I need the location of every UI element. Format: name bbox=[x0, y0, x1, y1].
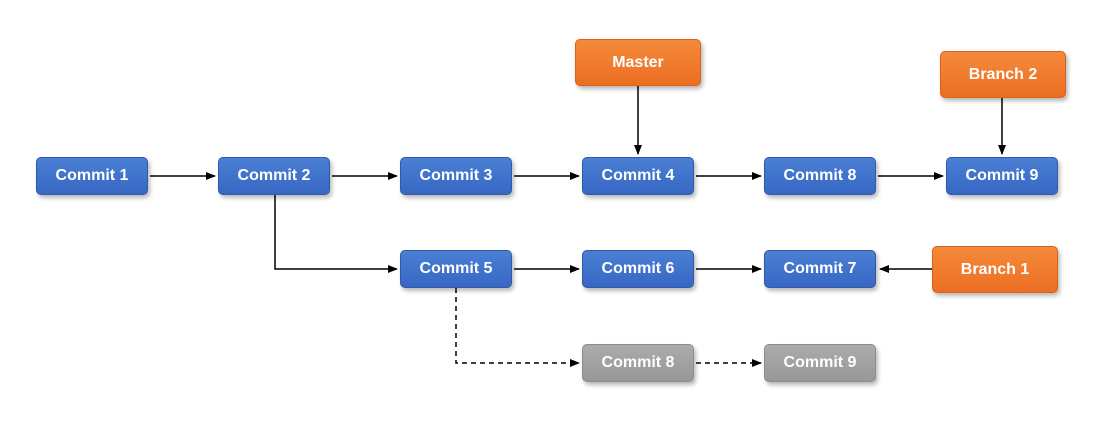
edge-c2-c5 bbox=[274, 195, 398, 273]
master-branch-label: Master bbox=[575, 39, 701, 86]
branch-2-label: Branch 2 bbox=[940, 51, 1066, 98]
commit-8-ghost-node: Commit 8 bbox=[582, 344, 694, 382]
commit-8-node: Commit 8 bbox=[764, 157, 876, 195]
commit-9-node: Commit 9 bbox=[946, 157, 1058, 195]
edge-c5-c8-dashed bbox=[455, 288, 580, 367]
commit-4-node: Commit 4 bbox=[582, 157, 694, 195]
commit-2-node: Commit 2 bbox=[218, 157, 330, 195]
commit-5-node: Commit 5 bbox=[400, 250, 512, 288]
branch-1-label: Branch 1 bbox=[932, 246, 1058, 293]
commit-7-node: Commit 7 bbox=[764, 250, 876, 288]
commit-9-ghost-node: Commit 9 bbox=[764, 344, 876, 382]
commit-3-node: Commit 3 bbox=[400, 157, 512, 195]
commit-6-node: Commit 6 bbox=[582, 250, 694, 288]
commit-1-node: Commit 1 bbox=[36, 157, 148, 195]
